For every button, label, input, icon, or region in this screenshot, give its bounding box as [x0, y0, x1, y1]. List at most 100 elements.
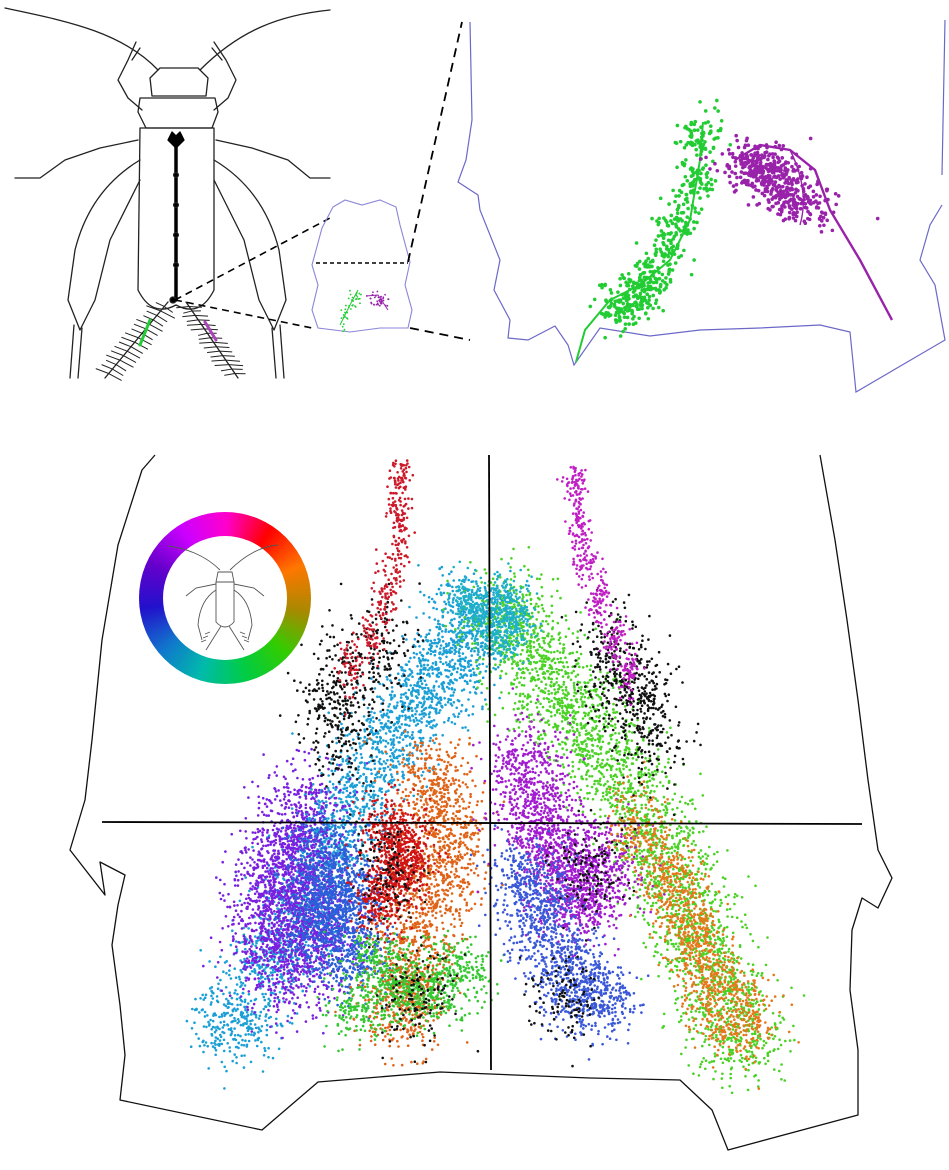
- neuron-varicosity: [697, 211, 701, 215]
- neuron-varicosity: [788, 211, 792, 215]
- neuron-varicosity: [669, 214, 673, 218]
- neuron-varicosity: [378, 297, 380, 299]
- neuron-varicosity: [794, 188, 798, 192]
- neuron-varicosity: [763, 154, 767, 158]
- neuron-varicosity: [780, 204, 784, 208]
- neuron-varicosity: [684, 125, 688, 129]
- neuron-varicosity: [747, 203, 751, 207]
- neuron-varicosity: [790, 186, 794, 190]
- neuron-varicosity: [826, 198, 830, 202]
- neuron-varicosity: [703, 140, 707, 144]
- neuron-varicosity: [630, 309, 634, 313]
- cercal-hair: [212, 360, 226, 361]
- cercal-hair: [122, 337, 135, 342]
- neuron-varicosity: [638, 307, 642, 311]
- neuron-varicosity: [742, 162, 746, 166]
- cercal-hair: [200, 342, 214, 343]
- neuron-varicosity: [760, 192, 764, 196]
- cercal-hair: [109, 374, 122, 381]
- neuron-varicosity: [708, 167, 712, 171]
- neuron-varicosity: [609, 288, 613, 292]
- neuron-varicosity: [358, 298, 360, 300]
- neuron-varicosity: [647, 298, 651, 302]
- neuron-varicosity: [384, 294, 386, 296]
- neuron-varicosity: [674, 141, 678, 145]
- neuron-varicosity: [728, 143, 732, 147]
- neuron-varicosity: [704, 163, 708, 167]
- neuron-varicosity: [704, 183, 708, 187]
- neuron-varicosity: [341, 317, 343, 319]
- neuron-varicosity: [742, 172, 746, 176]
- neuron-varicosity: [759, 175, 763, 179]
- cercal-hair: [187, 324, 201, 325]
- neuron-varicosity: [778, 194, 782, 198]
- neuron-varicosity: [824, 213, 828, 217]
- neuron-varicosity: [370, 302, 372, 304]
- cercal-hair: [199, 333, 208, 335]
- neuron-varicosity: [752, 195, 756, 199]
- right-cercus: [186, 302, 238, 378]
- neuron-varicosity: [673, 252, 677, 256]
- enlarged-ganglion-outline: [458, 22, 945, 392]
- neuron-varicosity: [619, 284, 623, 288]
- cercal-hair: [120, 360, 133, 367]
- color-wheel-center: [163, 536, 287, 660]
- neuron-varicosity: [666, 224, 670, 228]
- neuron-varicosity: [769, 163, 773, 167]
- neuron-varicosity: [648, 270, 652, 274]
- neuron-varicosity: [694, 148, 698, 152]
- neuron-varicosity: [766, 163, 770, 167]
- neuron-varicosity: [698, 100, 702, 104]
- neuron-varicosity: [622, 312, 626, 316]
- cercal-hair: [217, 347, 229, 348]
- neuron-varicosity: [689, 167, 693, 171]
- neuron-varicosity: [593, 298, 597, 302]
- neuron-varicosity: [822, 223, 826, 227]
- neuron-varicosity: [603, 284, 607, 288]
- color-wheel-legend: [135, 508, 315, 688]
- neuron-varicosity: [661, 273, 665, 277]
- neuron-varicosity: [627, 272, 631, 276]
- neuron-varicosity: [372, 294, 374, 296]
- neuron-varicosity: [728, 152, 732, 156]
- cercal-hair: [147, 311, 157, 315]
- neuron-varicosity: [773, 152, 777, 156]
- neuron-varicosity: [662, 216, 666, 220]
- neuron-varicosity: [618, 319, 622, 323]
- neuron-varicosity: [630, 312, 634, 316]
- neuron-varicosity: [730, 170, 734, 174]
- cercal-hair: [199, 338, 210, 339]
- neuron-varicosity: [818, 194, 822, 198]
- neuron-varicosity: [698, 196, 702, 200]
- neuron-varicosity: [756, 147, 760, 151]
- neuron-varicosity: [701, 166, 705, 170]
- neuron-varicosity: [820, 210, 824, 214]
- neuron-varicosity: [661, 279, 665, 283]
- small-ganglion-neurons: [340, 290, 390, 332]
- neuron-varicosity: [809, 137, 813, 141]
- cercal-hair: [156, 303, 164, 307]
- neuron-varicosity: [664, 286, 668, 290]
- neuron-varicosity: [624, 296, 628, 300]
- neuron-varicosity: [685, 223, 689, 227]
- neuron-varicosity: [674, 231, 678, 235]
- cercal-hair: [207, 351, 219, 352]
- neuron-varicosity: [685, 215, 689, 219]
- neuron-varicosity: [739, 175, 743, 179]
- neuron-varicosity: [784, 166, 788, 170]
- neuron-varicosity: [654, 247, 658, 251]
- neuron-varicosity: [692, 191, 696, 195]
- enlarged-ganglion-section: [458, 20, 945, 392]
- neuron-varicosity: [780, 156, 784, 160]
- neuron-varicosity: [784, 160, 788, 164]
- neuron-varicosity: [708, 150, 712, 154]
- neuron-varicosity: [750, 172, 754, 176]
- neuron-varicosity: [691, 173, 695, 177]
- neuron-varicosity: [635, 264, 639, 268]
- neuron-varicosity: [690, 273, 694, 277]
- neuron-varicosity: [635, 241, 639, 245]
- cricket-head: [150, 68, 208, 96]
- neuron-varicosity: [720, 119, 724, 123]
- neuron-varicosity: [651, 307, 655, 311]
- neuron-varicosity: [649, 260, 653, 264]
